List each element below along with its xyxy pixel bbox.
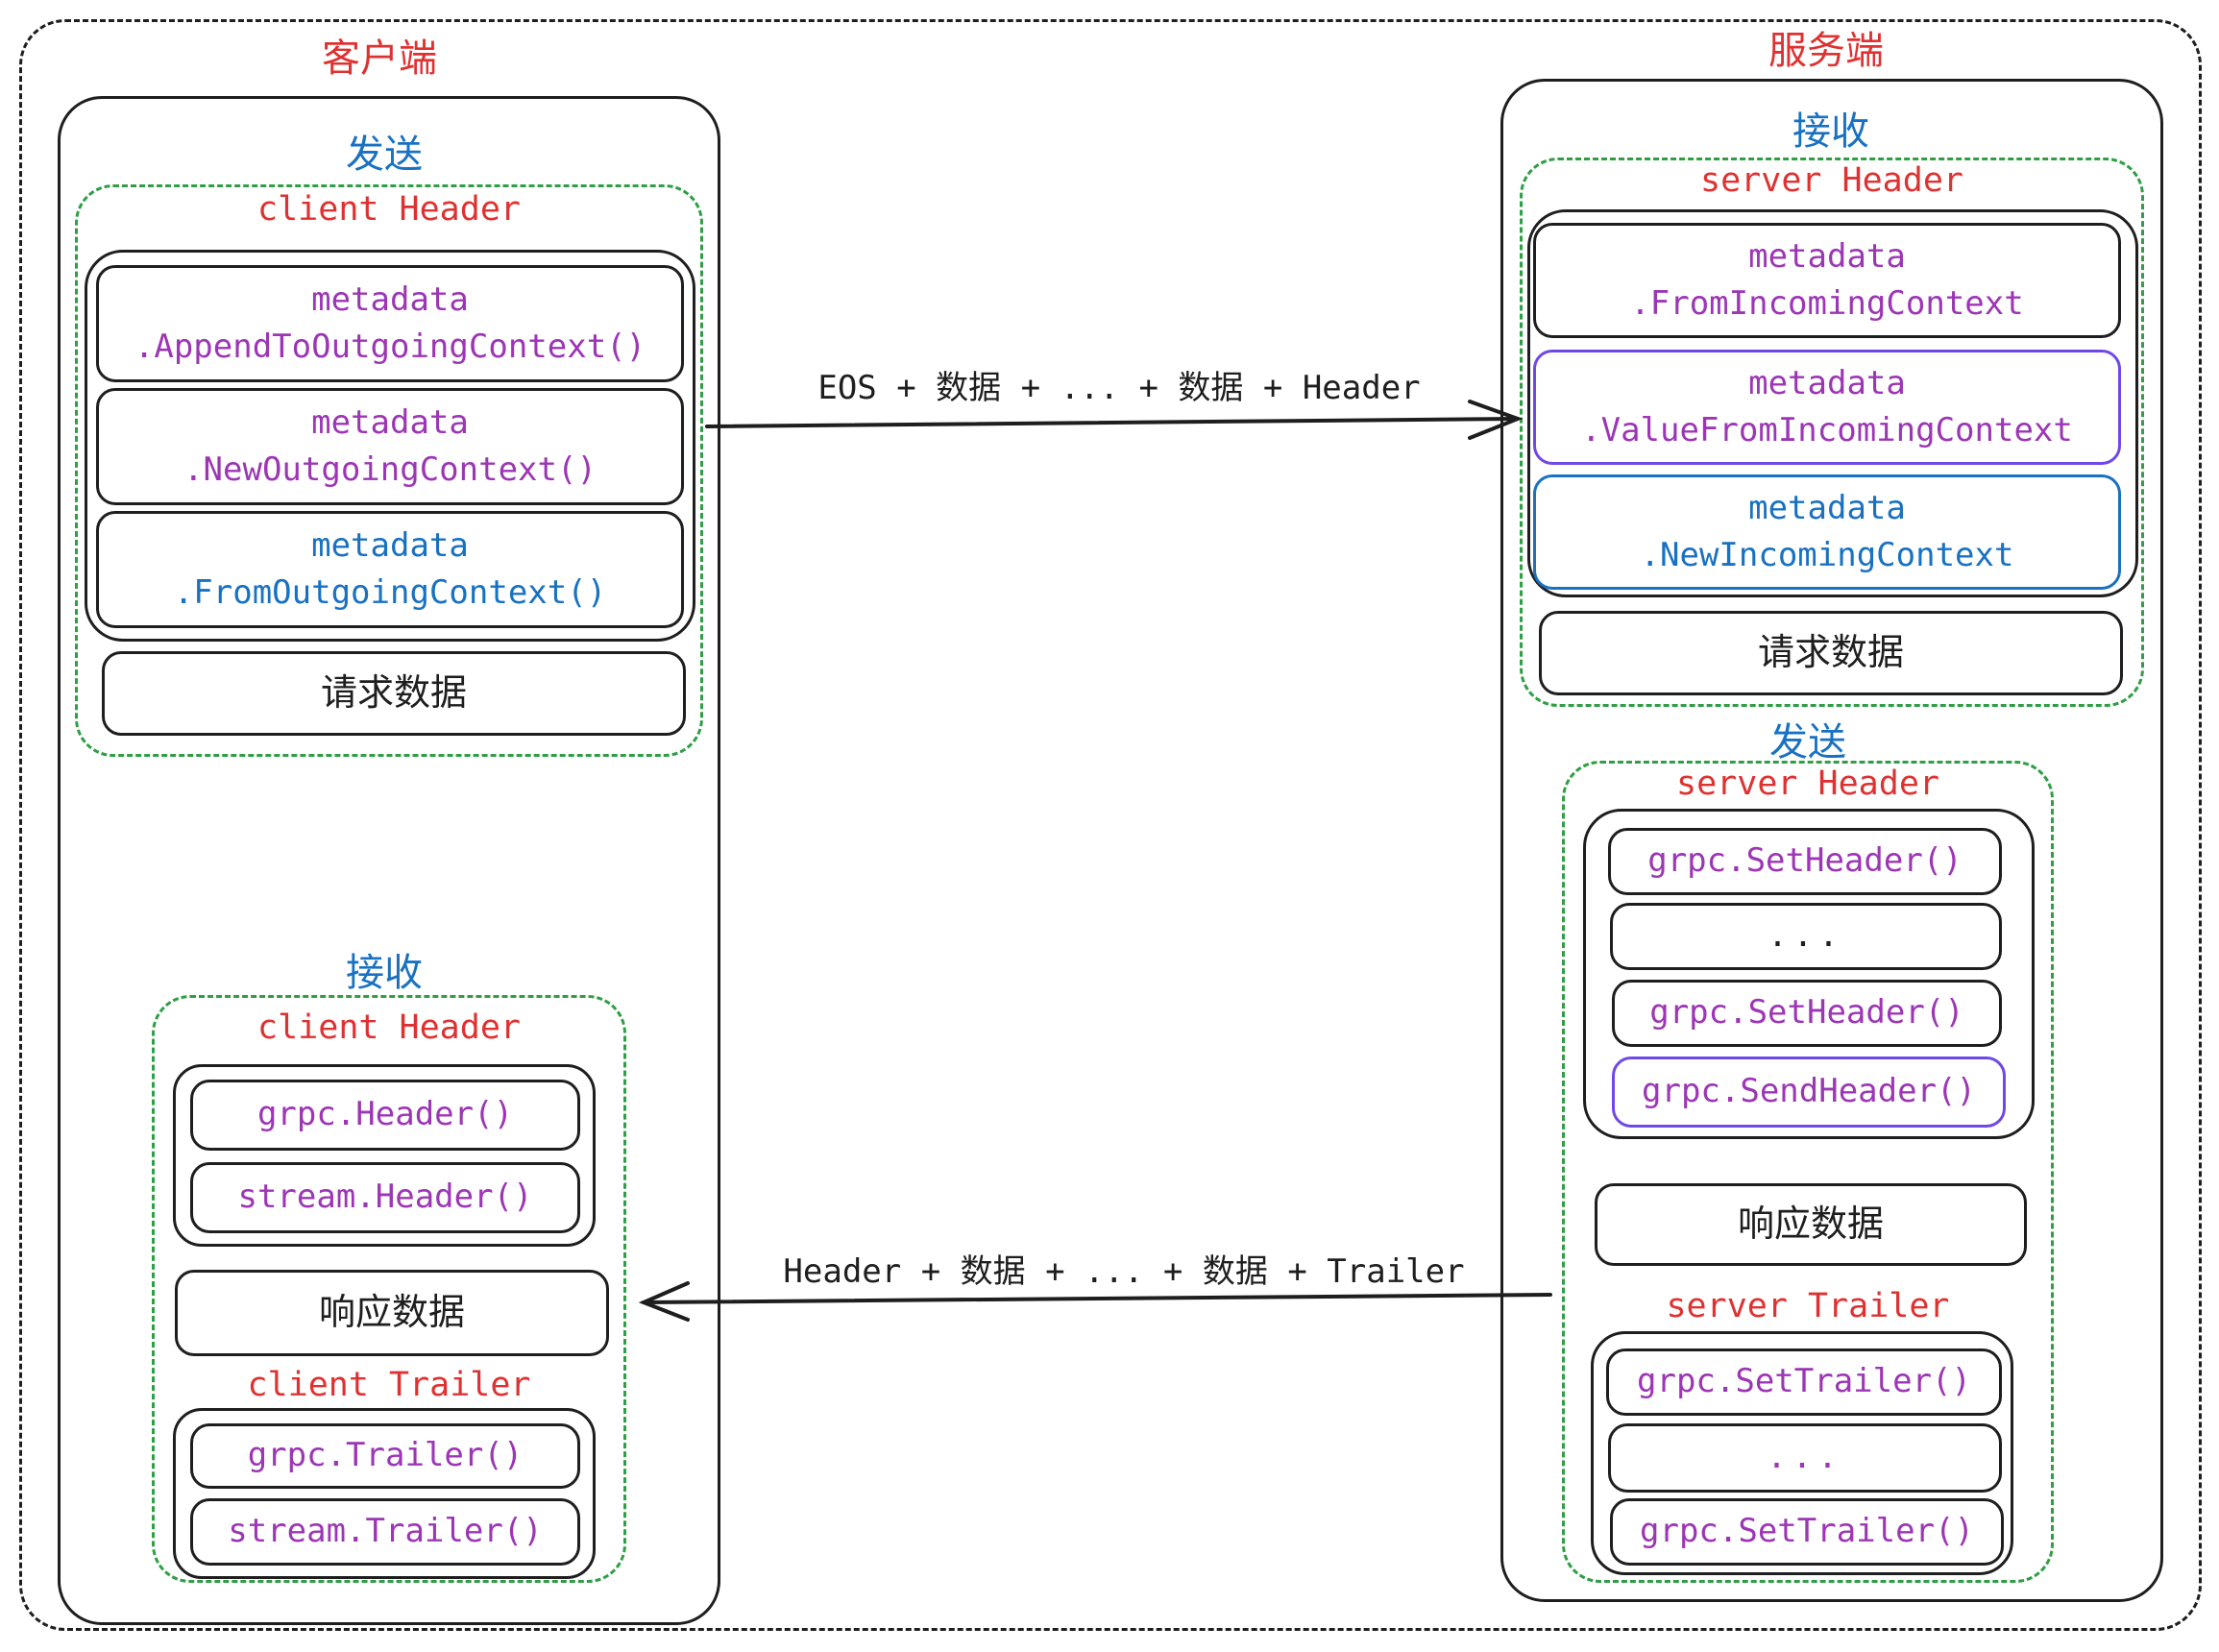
method-line1: metadata [1748, 488, 1906, 527]
method-line2: .NewIncomingContext [1640, 536, 2014, 574]
server-title: 服务端 [1768, 29, 1884, 73]
server-send-header-title: server Header [1676, 765, 1939, 803]
client-header-group [75, 184, 703, 757]
method-line1: metadata [1748, 363, 1906, 402]
new-incoming-context-method: metadata .NewIncomingContext [1533, 474, 2121, 590]
method-line1: metadata [311, 402, 469, 442]
client-panel [58, 96, 720, 1625]
client-receive-header-title: client Header [257, 1008, 521, 1047]
method-line2: .AppendToOutgoingContext() [134, 328, 646, 366]
server-header-method-stack [1583, 809, 2035, 1139]
grpc-send-header-method: grpc.SendHeader() [1612, 1057, 2006, 1128]
client-receive-title: 接收 [346, 951, 423, 995]
diagram-boundary [19, 19, 2202, 1631]
header-ellipsis: ... [1610, 903, 2002, 970]
server-receive-group [1520, 158, 2144, 707]
response-arrow-label: Header + 数据 + ... + 数据 + Trailer [783, 1252, 1465, 1291]
method-line1: metadata [1748, 236, 1906, 276]
value-from-incoming-context-method: metadata .ValueFromIncomingContext [1533, 350, 2121, 465]
server-send-group [1562, 761, 2054, 1583]
method-line2: .FromOutgoingContext() [173, 573, 607, 612]
client-request-data: 请求数据 [102, 651, 686, 736]
server-trailer-method-stack [1591, 1331, 2013, 1575]
grpc-header-method: grpc.Header() [190, 1080, 580, 1151]
server-send-title: 发送 [1769, 720, 1846, 765]
method-line1: metadata [311, 525, 469, 565]
trailer-ellipsis: ... [1608, 1423, 2002, 1493]
stream-trailer-method: stream.Trailer() [190, 1498, 580, 1566]
append-to-outgoing-context-method: metadata .AppendToOutgoingContext() [96, 265, 684, 382]
method-line1: metadata [311, 279, 469, 319]
method-line2: .ValueFromIncomingContext [1581, 411, 2073, 449]
response-arrow [638, 1281, 1552, 1322]
server-panel [1500, 79, 2163, 1602]
client-trailer-method-stack [173, 1408, 596, 1579]
stream-header-method: stream.Header() [190, 1162, 580, 1233]
client-send-method-stack [85, 250, 695, 642]
method-line2: .NewOutgoingContext() [183, 450, 597, 489]
from-incoming-context-method: metadata .FromIncomingContext [1533, 223, 2121, 338]
method-line2: .FromIncomingContext [1630, 284, 2024, 323]
server-trailer-title: server Trailer [1666, 1287, 1950, 1325]
from-outgoing-context-method: metadata .FromOutgoingContext() [96, 511, 684, 628]
grpc-set-header-method-2: grpc.SetHeader() [1612, 980, 2002, 1047]
client-receive-group [152, 995, 626, 1583]
client-title: 客户端 [322, 36, 437, 81]
client-trailer-title: client Trailer [247, 1366, 531, 1404]
server-receive-method-stack [1527, 209, 2138, 597]
client-send-title: 发送 [346, 133, 423, 177]
server-request-data: 请求数据 [1539, 611, 2123, 695]
request-arrow-label: EOS + 数据 + ... + 数据 + Header [817, 369, 1421, 407]
grpc-set-trailer-method: grpc.SetTrailer() [1606, 1348, 2002, 1416]
server-receive-title: 接收 [1792, 109, 1869, 154]
grpc-set-trailer-method-2: grpc.SetTrailer() [1610, 1498, 2004, 1566]
request-arrow [705, 400, 1524, 440]
grpc-trailer-method: grpc.Trailer() [190, 1423, 580, 1489]
grpc-set-header-method: grpc.SetHeader() [1608, 828, 2002, 895]
client-header-method-stack [173, 1064, 596, 1247]
server-receive-header-title: server Header [1700, 161, 1963, 200]
client-response-data: 响应数据 [175, 1270, 609, 1356]
new-outgoing-context-method: metadata .NewOutgoingContext() [96, 388, 684, 505]
client-header-title: client Header [257, 190, 521, 229]
server-response-data: 响应数据 [1595, 1183, 2027, 1266]
